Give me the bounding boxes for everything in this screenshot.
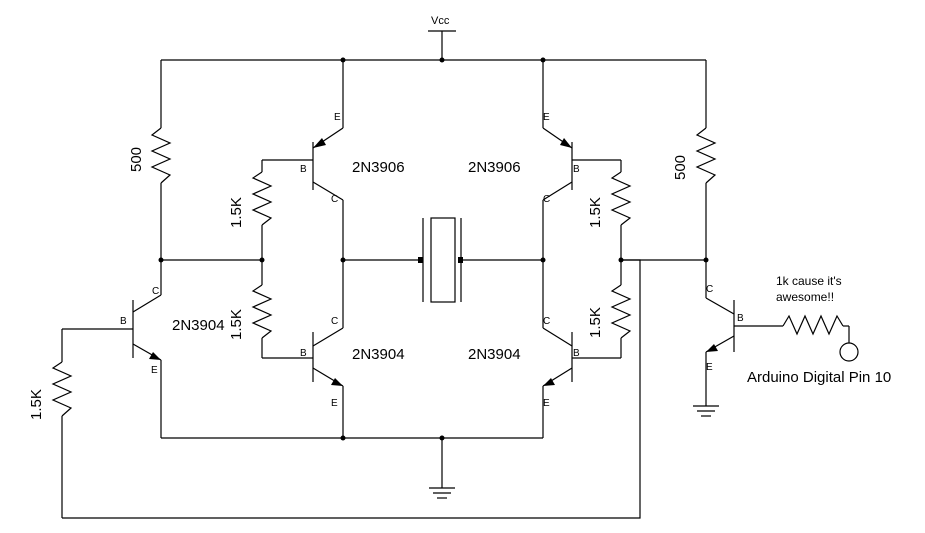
npn-left-pin-c: C (331, 316, 338, 327)
npn-right-pin-e: E (543, 398, 550, 409)
resistor-1k-base (782, 314, 859, 362)
pnp-left-pin-b: B (300, 164, 307, 175)
pnp-left-pin-c: C (331, 194, 338, 205)
transistor-pnp-right (542, 127, 621, 328)
npn-left-pin-b: B (300, 348, 307, 359)
npn-right-part-label: 2N3904 (468, 346, 521, 363)
resistor-left-500-label: 500 (128, 147, 145, 172)
npn-left-part-label: 2N3904 (352, 346, 405, 363)
resistor-right-lower-label: 1.5K (587, 307, 604, 338)
npn-far-left-pin-e: E (151, 365, 158, 376)
transistor-npn-far-right (705, 260, 783, 406)
junction-dots (158, 57, 709, 441)
npn-right-pin-c: C (543, 316, 550, 327)
ground-symbol-center (429, 438, 455, 499)
resistor-left-upper-1k5 (251, 160, 273, 285)
vcc-symbol: Vcc (428, 15, 456, 60)
pnp-left-pin-e: E (334, 112, 341, 123)
resistor-right-upper-1k5 (610, 160, 632, 285)
resistor-left-500 (150, 60, 172, 260)
pnp-right-pin-c: C (543, 194, 550, 205)
pnp-right-pin-e: E (543, 112, 550, 123)
ground-symbol-right (693, 405, 719, 417)
npn-far-right-pin-c: C (706, 284, 713, 295)
wire-feedback-loop (62, 259, 641, 519)
arduino-pin-label: Arduino Digital Pin 10 (747, 369, 891, 386)
npn-far-left-part-label: 2N3904 (172, 317, 225, 334)
note-line-2: awesome!! (776, 290, 834, 304)
npn-far-left-pin-c: C (152, 286, 159, 297)
pnp-right-pin-b: B (573, 164, 580, 175)
transistor-npn-right (542, 327, 573, 438)
resistor-left-lower-label: 1.5K (228, 309, 245, 340)
resistor-left-lower-1k5 (251, 284, 313, 359)
npn-far-right-pin-e: E (706, 362, 713, 373)
resistor-right-500-label: 500 (672, 155, 689, 180)
resistor-far-left-label: 1.5K (28, 389, 45, 420)
npn-left-pin-e: E (331, 398, 338, 409)
transistor-pnp-left (262, 127, 344, 328)
npn-far-right-pin-b: B (737, 313, 744, 324)
resistor-right-lower-1k5 (572, 284, 632, 359)
npn-far-left-pin-b: B (120, 316, 127, 327)
vcc-label: Vcc (431, 15, 450, 27)
resistor-right-500 (695, 60, 717, 260)
resistor-left-upper-label: 1.5K (228, 197, 245, 228)
note-line-1: 1k cause it's (776, 274, 842, 288)
pnp-left-part-label: 2N3906 (352, 159, 405, 176)
transistor-npn-left (312, 327, 344, 438)
npn-right-pin-b: B (573, 348, 580, 359)
resistor-right-upper-label: 1.5K (587, 197, 604, 228)
crystal-transducer (343, 217, 543, 303)
resistor-far-left-1k5 (51, 329, 73, 518)
transistor-npn-far-left (62, 260, 162, 438)
pnp-right-part-label: 2N3906 (468, 159, 521, 176)
